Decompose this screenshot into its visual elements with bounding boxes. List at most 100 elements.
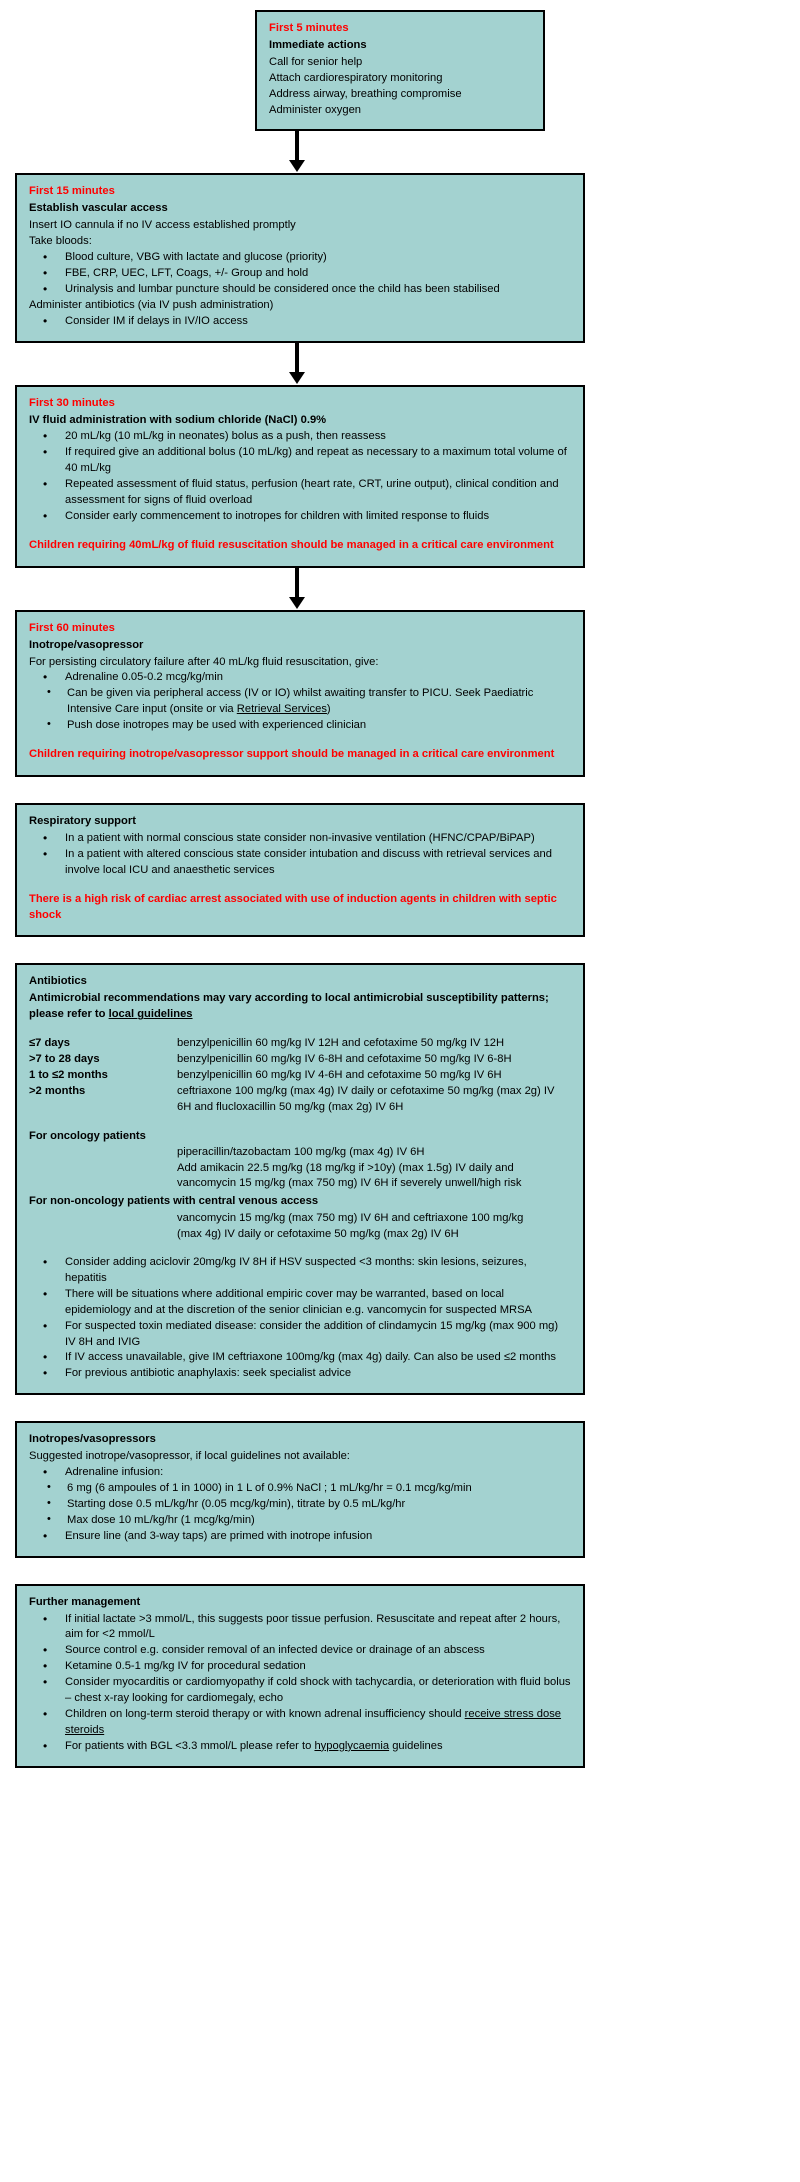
oncology-dose-line: Add amikacin 22.5 mg/kg (18 mg/kg if >10… (177, 1161, 514, 1174)
regimen-cell: ceftriaxone 100 mg/kg (max 4g) IV daily … (177, 1084, 555, 1113)
antibiotic-age-dose-table: ≤7 days benzylpenicillin 60 mg/kg IV 12H… (29, 1036, 571, 1116)
list-item: Blood culture, VBG with lactate and gluc… (29, 249, 571, 266)
antibiotics-box: Antibiotics Antimicrobial recommendation… (15, 963, 585, 1396)
list-item: If initial lactate >3 mmol/L, this sugge… (29, 1611, 571, 1644)
step-box-first-60-minutes: First 60 minutes Inotrope/vasopressor Fo… (15, 609, 585, 777)
step-line: Address airway, breathing compromise (269, 87, 462, 100)
step-time-heading: First 15 minutes (29, 185, 115, 198)
list-item: Ketamine 0.5-1 mg/kg IV for procedural s… (29, 1658, 571, 1675)
section-gap (0, 1395, 800, 1421)
stress-dose-steroids-link[interactable]: receive stress dose steroids (65, 1707, 562, 1736)
inotropes-vasopressors-box: Inotropes/vasopressors Suggested inotrop… (15, 1421, 585, 1558)
inotropes-intro: Suggested inotrope/vasopressor, if local… (29, 1450, 350, 1463)
connector-arrow-3 (0, 567, 800, 610)
list-item: Push dose inotropes may be used with exp… (29, 717, 571, 734)
list-item: For suspected toxin mediated disease: co… (29, 1318, 571, 1351)
critical-care-note: Children requiring 40mL/kg of fluid resu… (29, 538, 554, 551)
list-item: Children on long-term steroid therapy or… (29, 1706, 571, 1739)
local-guidelines-link[interactable]: local guidelines (108, 1008, 193, 1021)
age-band-cell: >7 to 28 days (29, 1053, 100, 1066)
list-item: Consider myocarditis or cardiomyopathy i… (29, 1674, 571, 1707)
step-line: Attach cardiorespiratory monitoring (269, 71, 443, 84)
step-line: Call for senior help (269, 55, 363, 68)
inotrope-bullets-list: Adrenaline 0.05-0.2 mcg/kg/min (29, 669, 571, 686)
section-heading: Respiratory support (29, 815, 136, 827)
step-line: Take bloods: (29, 235, 92, 248)
age-band-cell: ≤7 days (29, 1037, 70, 1050)
sepsis-pathway-page: First 5 minutes Immediate actions Call f… (0, 10, 800, 1768)
section-heading: Inotropes/vasopressors (29, 1433, 156, 1446)
connector-arrow-2 (0, 342, 800, 385)
fluid-bullets-list: 20 mL/kg (10 mL/kg in neonates) bolus as… (29, 428, 571, 524)
cvad-heading: For non-oncology patients with central v… (29, 1195, 319, 1208)
spacer (29, 1024, 571, 1036)
section-gap (0, 1558, 800, 1584)
retrieval-services-link[interactable]: Retrieval Services (236, 703, 327, 716)
list-item: Ensure line (and 3-way taps) are primed … (29, 1528, 571, 1545)
step-line: Administer antibiotics (via IV push admi… (29, 298, 274, 311)
list-item: Repeated assessment of fluid status, per… (29, 476, 571, 509)
step-time-heading: First 60 minutes (29, 621, 115, 634)
sub-bullet-text: Can be given via peripheral access (IV o… (67, 687, 534, 716)
list-item: Can be given via peripheral access (IV o… (29, 685, 571, 718)
down-arrow-icon (289, 567, 305, 609)
list-item: Adrenaline infusion: (29, 1464, 571, 1481)
table-row: >2 months ceftriaxone 100 mg/kg (max 4g)… (29, 1084, 571, 1116)
step-line: Administer oxygen (269, 103, 362, 116)
hypoglycaemia-link[interactable]: hypoglycaemia (314, 1739, 390, 1752)
list-item: In a patient with normal conscious state… (29, 830, 571, 847)
step-line: Insert IO cannula if no IV access establ… (29, 219, 296, 232)
induction-risk-note: There is a high risk of cardiac arrest a… (29, 892, 557, 921)
age-band-cell: 1 to ≤2 months (29, 1068, 108, 1081)
inotropes-bullets-list: Adrenaline infusion: (29, 1464, 571, 1481)
list-item: Source control e.g. consider removal of … (29, 1642, 571, 1659)
further-management-list: If initial lactate >3 mmol/L, this sugge… (29, 1611, 571, 1755)
inotropes-bullets-list-2: Ensure line (and 3-way taps) are primed … (29, 1528, 571, 1545)
down-arrow-icon (289, 131, 305, 173)
step-sub-heading: IV fluid administration with sodium chlo… (29, 413, 327, 426)
bullet-text-after: guidelines (389, 1739, 443, 1752)
step-sub-heading: Immediate actions (269, 38, 367, 51)
inotrope-sub-bullets-list: Can be given via peripheral access (IV o… (29, 685, 571, 734)
list-item: Starting dose 0.5 mL/kg/hr (0.05 mcg/kg/… (29, 1496, 571, 1513)
list-item: Urinalysis and lumbar puncture should be… (29, 281, 571, 298)
regimen-cell: benzylpenicillin 60 mg/kg IV 4-6H and ce… (177, 1068, 502, 1081)
list-item: FBE, CRP, UEC, LFT, Coags, +/- Group and… (29, 265, 571, 282)
down-arrow-icon (289, 342, 305, 384)
step-box-first-5-minutes: First 5 minutes Immediate actions Call f… (255, 10, 545, 132)
section-gap (0, 937, 800, 963)
list-item: 6 mg (6 ampoules of 1 in 1000) in 1 L of… (29, 1480, 571, 1497)
table-row: >7 to 28 days benzylpenicillin 60 mg/kg … (29, 1052, 571, 1068)
list-item: For previous antibiotic anaphylaxis: see… (29, 1365, 571, 1382)
oncology-dose-line: vancomycin 15 mg/kg (max 750 mg) IV 6H i… (177, 1177, 522, 1190)
connector-arrow-1 (0, 131, 800, 173)
step-time-heading: First 30 minutes (29, 396, 115, 409)
cvad-dose-line: vancomycin 15 mg/kg (max 750 mg) IV 6H a… (177, 1212, 524, 1225)
antibiotics-intro: Antimicrobial recommendations may vary a… (29, 991, 571, 1023)
list-item: If IV access unavailable, give IM ceftri… (29, 1349, 571, 1366)
list-item: 20 mL/kg (10 mL/kg in neonates) bolus as… (29, 428, 571, 445)
section-heading: Antibiotics (29, 975, 87, 988)
regimen-cell: benzylpenicillin 60 mg/kg IV 12H and cef… (177, 1037, 505, 1050)
step-sub-heading: Establish vascular access (29, 202, 168, 215)
list-item: There will be situations where additiona… (29, 1286, 571, 1319)
sub-bullet-text-after: ) (326, 703, 331, 716)
antibiotic-route-list: Consider IM if delays in IV/IO access (29, 313, 571, 330)
section-gap (0, 777, 800, 803)
critical-care-note: Children requiring inotrope/vasopressor … (29, 748, 555, 761)
table-row: ≤7 days benzylpenicillin 60 mg/kg IV 12H… (29, 1036, 571, 1052)
list-item: Consider adding aciclovir 20mg/kg IV 8H … (29, 1254, 571, 1287)
step-box-first-15-minutes: First 15 minutes Establish vascular acce… (15, 173, 585, 343)
step-sub-heading: Inotrope/vasopressor (29, 638, 144, 651)
list-item: Adrenaline 0.05-0.2 mcg/kg/min (29, 669, 571, 686)
list-item: For patients with BGL <3.3 mmol/L please… (29, 1738, 571, 1755)
regimen-cell: benzylpenicillin 60 mg/kg IV 6-8H and ce… (177, 1053, 512, 1066)
list-item: In a patient with altered conscious stat… (29, 846, 571, 879)
table-row: 1 to ≤2 months benzylpenicillin 60 mg/kg… (29, 1068, 571, 1084)
bullet-text: For patients with BGL <3.3 mmol/L please… (65, 1739, 315, 1752)
bullet-text: Children on long-term steroid therapy or… (65, 1707, 465, 1720)
adrenaline-infusion-sub-list: 6 mg (6 ampoules of 1 in 1000) in 1 L of… (29, 1480, 571, 1529)
oncology-dose-line: piperacillin/tazobactam 100 mg/kg (max 4… (177, 1145, 425, 1158)
antibiotics-intro-text: Antimicrobial recommendations may vary a… (29, 992, 549, 1021)
step-box-first-30-minutes: First 30 minutes IV fluid administration… (15, 384, 585, 568)
